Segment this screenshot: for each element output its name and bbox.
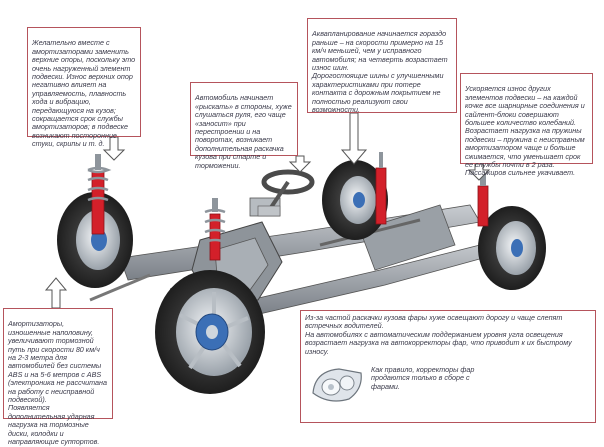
chassis-frame <box>89 204 506 316</box>
shock-absorber-front-right <box>477 172 489 227</box>
note-headlights: Из-за частой раскачки кузова фары хуже о… <box>300 310 596 423</box>
chassis-illustration <box>44 112 546 394</box>
headlight-icon <box>312 368 362 402</box>
wheel-front-left <box>155 270 265 394</box>
note-handling: Автомобиль начинает «рыскать» в стороны,… <box>190 82 298 169</box>
shock-absorber-front-left <box>204 198 226 261</box>
wheel-front-right <box>478 206 546 290</box>
note-headlights-text: Из-за частой раскачки кузова фары хуже о… <box>305 313 572 356</box>
note-aquaplaning-text: Аквапланирование начинается гораздо рань… <box>312 29 448 115</box>
note-upper-mounts: Желательно вместе с амортизаторами замен… <box>27 27 141 148</box>
shock-absorber-rear-left <box>87 154 112 235</box>
shock-absorber-rear-right <box>375 152 387 225</box>
note-suspension-wear: Ускоряется износ других элементов подвес… <box>460 73 593 177</box>
wheel-rear-right <box>322 160 388 240</box>
pointer-arrow-icon <box>44 112 491 309</box>
note-aquaplaning: Аквапланирование начинается гораздо рань… <box>307 18 457 115</box>
steering-wheel <box>257 169 315 217</box>
wheel-rear-left <box>57 192 133 288</box>
note-braking-distance: Амортизаторы, изношенные наполовину, уве… <box>3 308 113 446</box>
note-suspension-wear-text: Ускоряется износ других элементов подвес… <box>465 84 585 178</box>
headlight-caption: Как правило, корректоры фар продаются то… <box>371 365 475 391</box>
note-handling-text: Автомобиль начинает «рыскать» в стороны,… <box>195 93 292 170</box>
note-upper-mounts-text: Желательно вместе с амортизаторами замен… <box>32 38 136 149</box>
